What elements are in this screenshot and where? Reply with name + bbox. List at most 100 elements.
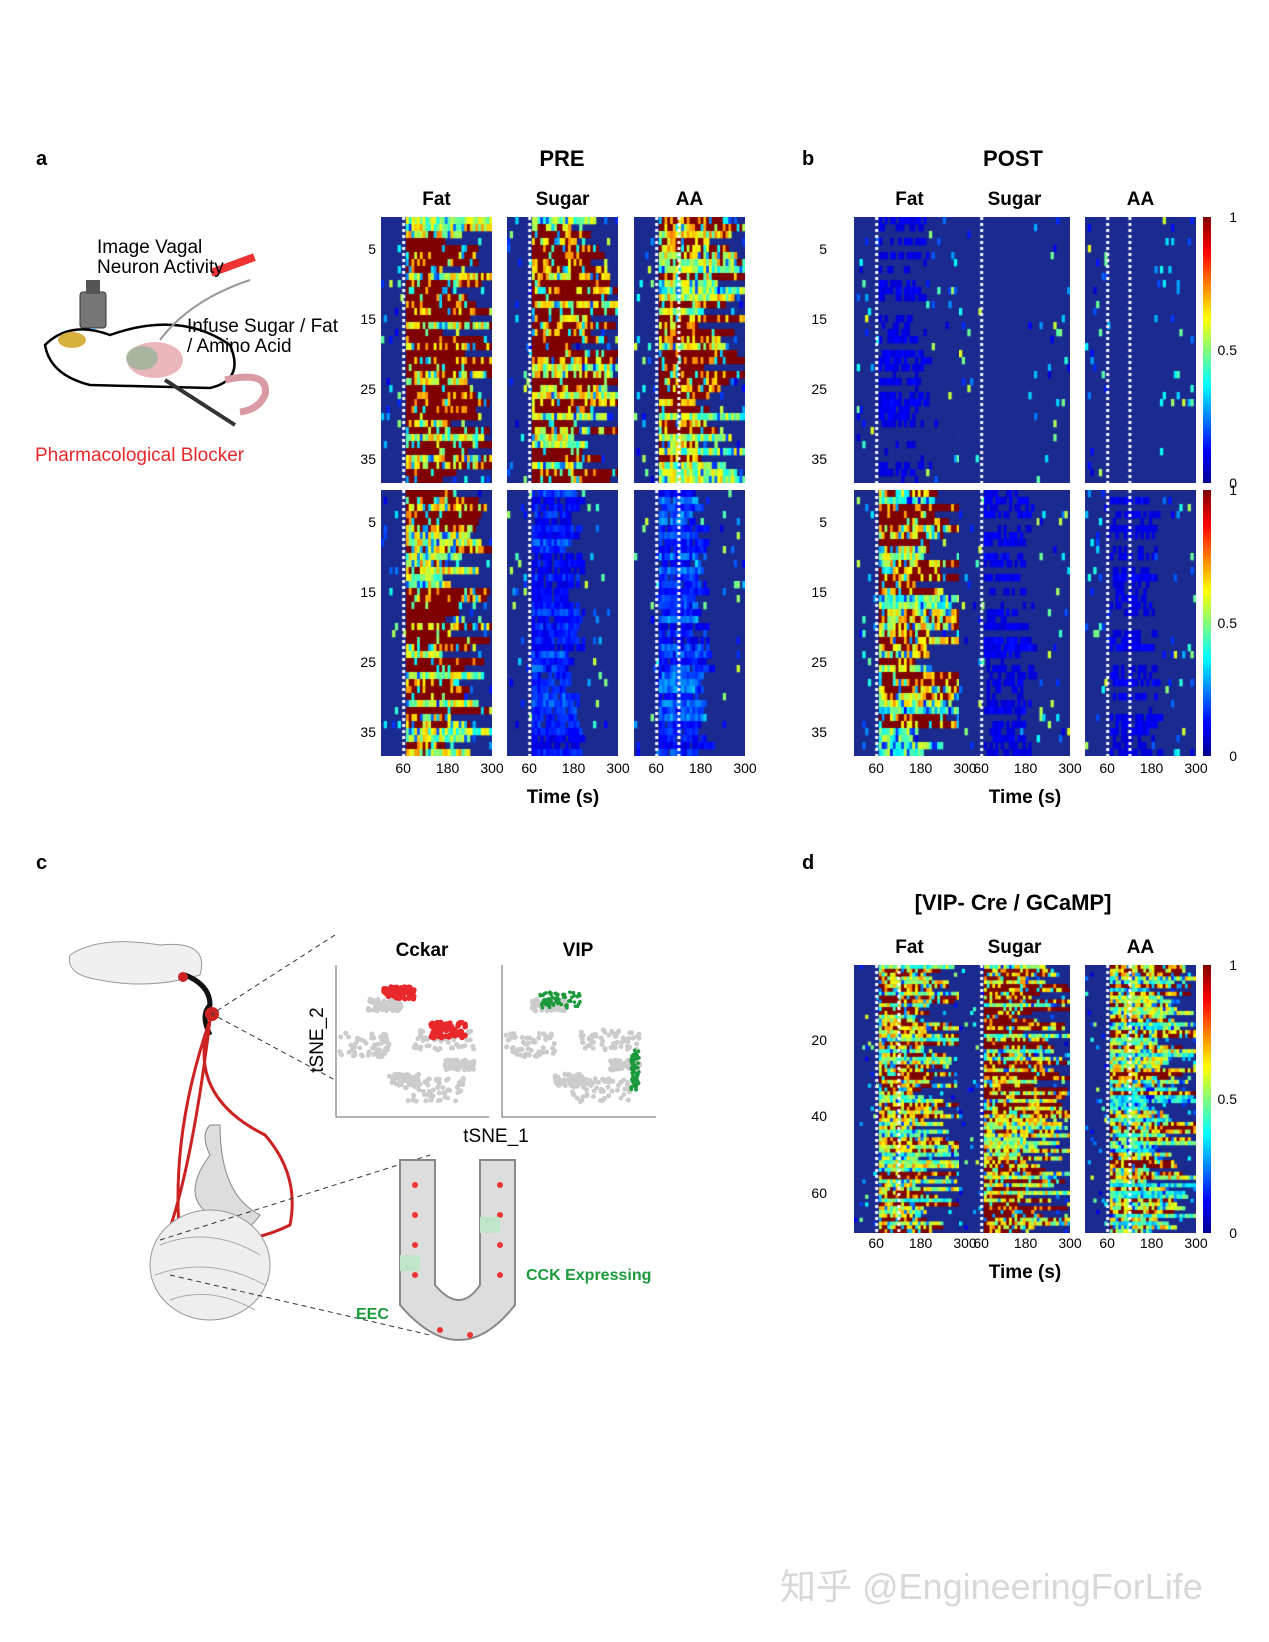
heatmap-post-top-sugar (959, 217, 1070, 483)
tsne-point (466, 1029, 472, 1035)
tsne-point (416, 1071, 422, 1077)
tsne-point (609, 1028, 615, 1034)
cckar-point (434, 1019, 441, 1026)
y-tick-label: 25 (360, 653, 376, 670)
column-title: Sugar (987, 189, 1042, 210)
tsne-xlabel: tSNE_1 (463, 1126, 529, 1147)
tsne-point (556, 1082, 562, 1088)
heatmap-vip-fat (854, 965, 965, 1233)
colorbar-tick-label: 1 (1229, 957, 1237, 973)
blocker-label: Pharmacological Blocker (35, 445, 245, 466)
x-tick-label: 60 (973, 760, 989, 776)
tsne-point (350, 1053, 356, 1059)
vip-point (632, 1056, 637, 1060)
tsne-point (462, 1043, 468, 1049)
vip-point (564, 1003, 568, 1008)
heatmap-post-top-fat (854, 217, 965, 483)
x-tick-label: 300 (1058, 1235, 1082, 1251)
tsne-point (386, 1073, 392, 1079)
mouse-schematic (43, 253, 269, 427)
tsne-point (456, 1088, 462, 1094)
column-title: AA (1126, 937, 1155, 958)
tsne-point (346, 1034, 352, 1040)
tsne-point (413, 1098, 419, 1104)
y-tick-label: 25 (811, 380, 827, 397)
tsne-point (452, 1066, 458, 1072)
colorbar (1203, 490, 1211, 756)
cckar-point (393, 994, 400, 1001)
vip-title: [VIP- Cre / GCaMP] (914, 890, 1112, 915)
tsne-point (525, 1046, 531, 1052)
y-tick-label: 25 (360, 380, 376, 397)
tsne-point (393, 1081, 399, 1087)
tsne-point (436, 1076, 442, 1082)
x-tick-label: 60 (1099, 1235, 1115, 1251)
tsne-point (620, 1035, 626, 1041)
colorbar-tick-label: 1 (1229, 482, 1237, 498)
tsne-point (580, 1033, 586, 1039)
x-tick-label: 180 (908, 1235, 933, 1251)
tsne-point (367, 996, 373, 1002)
y-tick-label: 60 (811, 1184, 827, 1201)
tsne-point (338, 1052, 344, 1058)
x-tick-label: 60 (973, 1235, 989, 1251)
tsne-plots (335, 965, 656, 1118)
x-tick-label: 60 (1099, 760, 1115, 776)
cckar-point (411, 987, 417, 993)
vip-point (550, 995, 554, 999)
tsne-point (530, 1037, 536, 1043)
tsne-point (453, 1057, 459, 1063)
tsne-point (606, 1079, 612, 1085)
tsne-point (618, 1079, 624, 1085)
tsne-point (519, 1034, 525, 1040)
vip-point (572, 1000, 577, 1004)
heatmap-pre-bottom-aa (634, 490, 745, 756)
tsne-point (584, 1091, 590, 1097)
tsne-point (396, 1006, 402, 1012)
cckar-point (455, 1031, 462, 1037)
column-title: Sugar (987, 937, 1042, 958)
cckar-point (405, 984, 412, 991)
tsne-point (435, 1085, 441, 1091)
tsne-point (636, 1031, 642, 1037)
tsne-point (460, 1076, 466, 1082)
tsne-point (596, 1079, 602, 1085)
x-tick-label: 180 (1139, 1235, 1164, 1251)
tsne-point (514, 1051, 520, 1057)
colorbar-tick-label: 0 (1229, 748, 1237, 764)
vip-point (538, 992, 543, 997)
colorbar (1203, 965, 1211, 1233)
x-tick-label: 180 (688, 760, 713, 776)
tsne-title-cckar: Cckar (395, 940, 449, 961)
tsne-point (599, 1098, 605, 1104)
cckar-point (446, 1034, 452, 1040)
tsne-point (425, 1082, 431, 1088)
colorbar-tick-label: 0.5 (1217, 615, 1237, 631)
tsne-point (365, 1006, 371, 1012)
heatmap-post-bottom-sugar (959, 490, 1070, 756)
tsne-point (599, 1041, 605, 1047)
tsne-point (608, 1067, 614, 1073)
tsne-point (532, 1053, 538, 1059)
tsne-point (454, 1041, 460, 1047)
tsne-point (582, 1077, 588, 1083)
x-tick-label: 180 (1139, 760, 1164, 776)
tsne-point (443, 1067, 449, 1073)
tsne-point (636, 1035, 642, 1041)
vip-point (634, 1076, 639, 1081)
column-title: Fat (422, 189, 451, 210)
tsne-point (622, 1061, 628, 1067)
tsne-point (436, 1090, 442, 1096)
cckar-point (410, 995, 417, 1002)
tsne-point (584, 1087, 590, 1093)
gut-vagal-schematic (68, 935, 516, 1341)
tsne-point (584, 1043, 590, 1049)
tsne-point (420, 1089, 426, 1095)
tsne-point (618, 1095, 624, 1101)
tsne-point (555, 1078, 561, 1084)
tsne-point (589, 1032, 595, 1038)
tsne-point (469, 1063, 475, 1069)
tsne-point (625, 1097, 631, 1103)
tsne-point (580, 1094, 586, 1100)
heatmap-pre-bottom-sugar (507, 490, 618, 756)
